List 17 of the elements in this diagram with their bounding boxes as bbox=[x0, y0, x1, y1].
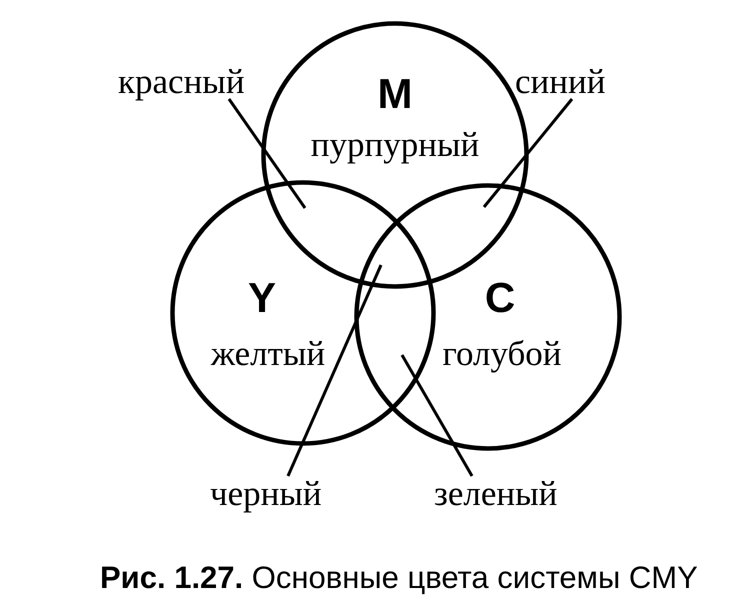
color-name: желтый bbox=[210, 336, 326, 371]
circle-letter: M bbox=[378, 73, 412, 115]
circle-letter: Y bbox=[248, 277, 276, 319]
venn-circle bbox=[354, 183, 622, 451]
circle-letter: C bbox=[484, 277, 516, 319]
figure-caption: Рис. 1.27. Основные цвета системы CMY bbox=[100, 562, 698, 593]
leader-line bbox=[400, 354, 474, 477]
leader-line bbox=[286, 264, 382, 477]
leader-label: зеленый bbox=[434, 476, 558, 511]
leader-line bbox=[228, 98, 306, 209]
color-name: пурпурный bbox=[310, 127, 480, 162]
color-name: голубой bbox=[442, 336, 562, 371]
venn-circle bbox=[170, 180, 436, 446]
leader-label: красный bbox=[118, 64, 245, 99]
leader-line bbox=[482, 98, 574, 208]
leader-label: черный bbox=[210, 476, 322, 511]
leader-label: синий bbox=[515, 64, 606, 99]
